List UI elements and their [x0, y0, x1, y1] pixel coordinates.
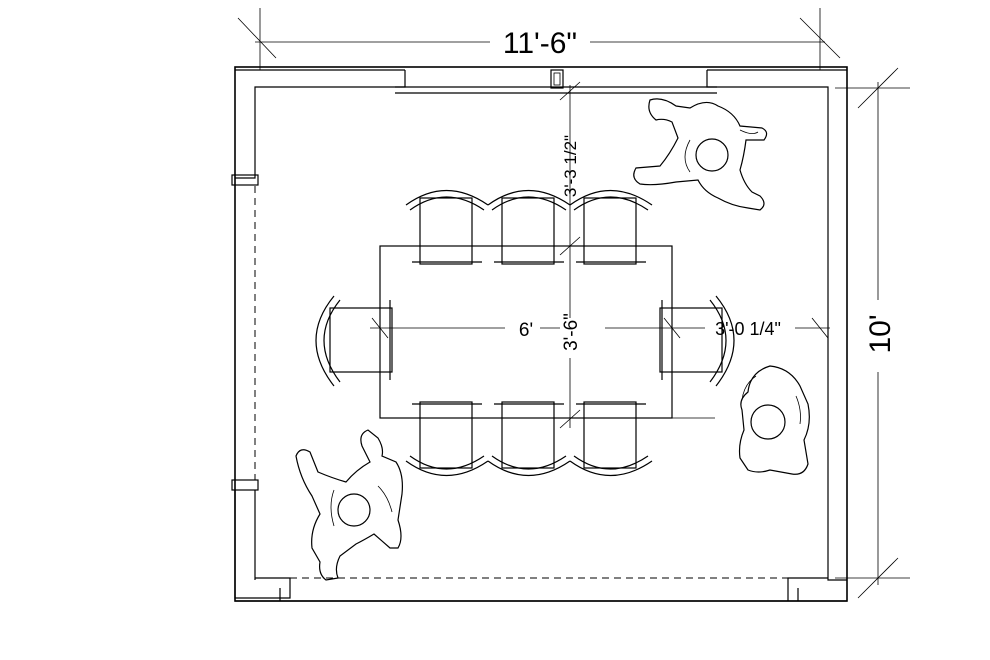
chairs-bottom-row [405, 401, 653, 477]
room-walls [231, 66, 848, 602]
chair [487, 401, 571, 477]
chair [487, 189, 571, 265]
chair-right-end [659, 295, 735, 387]
overall-depth-label: 10' [864, 314, 897, 353]
dining-table [379, 245, 673, 419]
overall-width-label: 11'-6" [503, 27, 577, 60]
chair-left-end [315, 295, 393, 387]
table-to-wall-right-label: 3'-0 1/4" [715, 319, 781, 339]
chair [569, 401, 653, 477]
person-figure-bottom-left [295, 429, 403, 581]
table-length-label: 6' [519, 320, 533, 341]
chair [405, 401, 489, 477]
overall-width-dimension: 11'-6" [237, 8, 841, 70]
table-dimensions: 6' 3'-0 1/4" 3'-6" 3'-3 1/2" [370, 81, 830, 429]
chair [569, 189, 653, 265]
chairs-top-row [405, 189, 653, 265]
table-width-label: 3'-6" [561, 313, 582, 351]
person-figure-top-right [633, 98, 768, 211]
wall-to-table-top-label: 3'-3 1/2" [561, 135, 580, 197]
person-figure-right [738, 365, 810, 475]
chair [405, 189, 489, 265]
